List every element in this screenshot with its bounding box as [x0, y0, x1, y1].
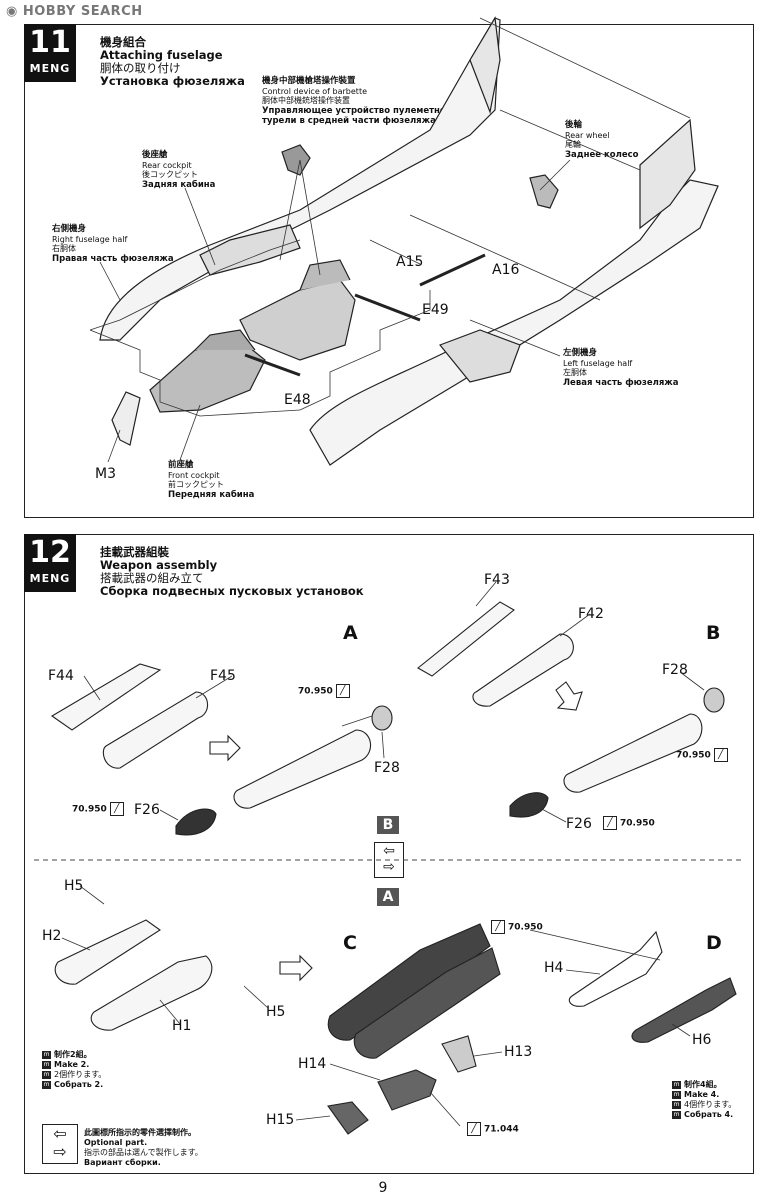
watermark: ◉ HOBBY SEARCH: [6, 4, 143, 19]
part-h15: H15: [266, 1112, 295, 1128]
callout-rear-cockpit: 後座艙 Rear cockpit 後コックピット Задняя кабина: [142, 150, 216, 190]
part-h5-a: H5: [64, 878, 84, 894]
sub-a-label: A: [343, 622, 358, 644]
paint-callout: 70.950╱: [676, 748, 731, 762]
brush-icon: ╱: [713, 748, 728, 762]
part-f28-a: F28: [374, 760, 400, 776]
step-11-badge: 11 MENG: [24, 24, 76, 82]
option-a-marker: A: [377, 888, 399, 906]
part-h6: H6: [692, 1032, 712, 1048]
brush-icon: ╱: [109, 802, 124, 816]
camera-icon: ◉: [6, 4, 23, 19]
step-number: 12: [29, 535, 71, 570]
m-icon: m: [42, 1050, 51, 1059]
callout-rear-wheel: 後輪 Rear wheel 尾輪 Заднее колесо: [565, 120, 639, 160]
callout-right-fuselage: 右側機身 Right fuselage half 右胴体 Правая част…: [52, 224, 174, 264]
part-f42: F42: [578, 606, 604, 622]
part-a15: A15: [396, 254, 424, 270]
part-f43: F43: [484, 572, 510, 588]
brush-icon: ╱: [467, 1122, 481, 1136]
step-12-title: 挂載武器組裝 Weapon assembly 搭載武器の組み立て Сборка …: [100, 545, 364, 598]
part-f26-b: F26: [566, 816, 592, 832]
part-a16: A16: [492, 262, 520, 278]
m-icon: m: [42, 1070, 51, 1079]
m-icon: m: [672, 1090, 681, 1099]
swap-arrows-icon: ⇦⇨: [374, 842, 404, 878]
step-12-badge: 12 MENG: [24, 534, 76, 592]
option-b-marker: B: [377, 816, 399, 834]
page-number: 9: [378, 1180, 388, 1196]
optional-part-icon: ⇦⇨: [42, 1124, 78, 1164]
m-icon: m: [672, 1100, 681, 1109]
m-icon: m: [672, 1080, 681, 1089]
brush-icon: ╱: [335, 684, 350, 698]
part-e48: E48: [284, 392, 311, 408]
callout-front-cockpit: 前座艙 Front cockpit 前コックピット Передняя кабин…: [168, 460, 255, 500]
part-h13: H13: [504, 1044, 533, 1060]
m-icon: m: [672, 1110, 681, 1119]
m-icon: m: [42, 1080, 51, 1089]
part-f44: F44: [48, 668, 74, 684]
m-icon: m: [42, 1060, 51, 1069]
sub-c-label: C: [343, 932, 357, 954]
paint-callout: 70.950╱: [72, 802, 127, 816]
paint-callout: ╱70.950: [600, 816, 655, 830]
brush-icon: ╱: [603, 816, 617, 830]
paint-callout: ╱71.044: [464, 1122, 519, 1136]
sub-d-label: D: [706, 932, 722, 954]
step-11-title: 機身組合 Attaching fuselage 胴体の取り付け Установк…: [100, 35, 245, 88]
callout-left-fuselage: 左側機身 Left fuselage half 左胴体 Левая часть …: [563, 348, 679, 388]
fuselage-assembly-drawing: [89, 16, 719, 466]
part-h5-b: H5: [266, 1004, 286, 1020]
part-m3: M3: [95, 466, 116, 482]
optional-part-note: 此圖標所指示的零件選擇制作。 Optional part. 指示の部品は選んで製…: [84, 1128, 203, 1167]
step-number: 11: [29, 25, 71, 60]
part-f45: F45: [210, 668, 236, 684]
brand-logo: MENG: [29, 62, 71, 75]
paint-callout: ╱70.950: [488, 920, 543, 934]
part-h4: H4: [544, 960, 564, 976]
part-h2: H2: [42, 928, 62, 944]
part-h1: H1: [172, 1018, 192, 1034]
sub-b-label: B: [706, 622, 721, 644]
part-h14: H14: [298, 1056, 327, 1072]
callout-barbette: 機身中部機槍塔操作裝置 Control device of barbette 胴…: [262, 76, 452, 126]
part-e49: E49: [422, 302, 449, 318]
part-f28-b: F28: [662, 662, 688, 678]
paint-callout: 70.950╱: [298, 684, 353, 698]
part-f26-a: F26: [134, 802, 160, 818]
brush-icon: ╱: [491, 920, 505, 934]
brand-logo: MENG: [29, 572, 71, 585]
